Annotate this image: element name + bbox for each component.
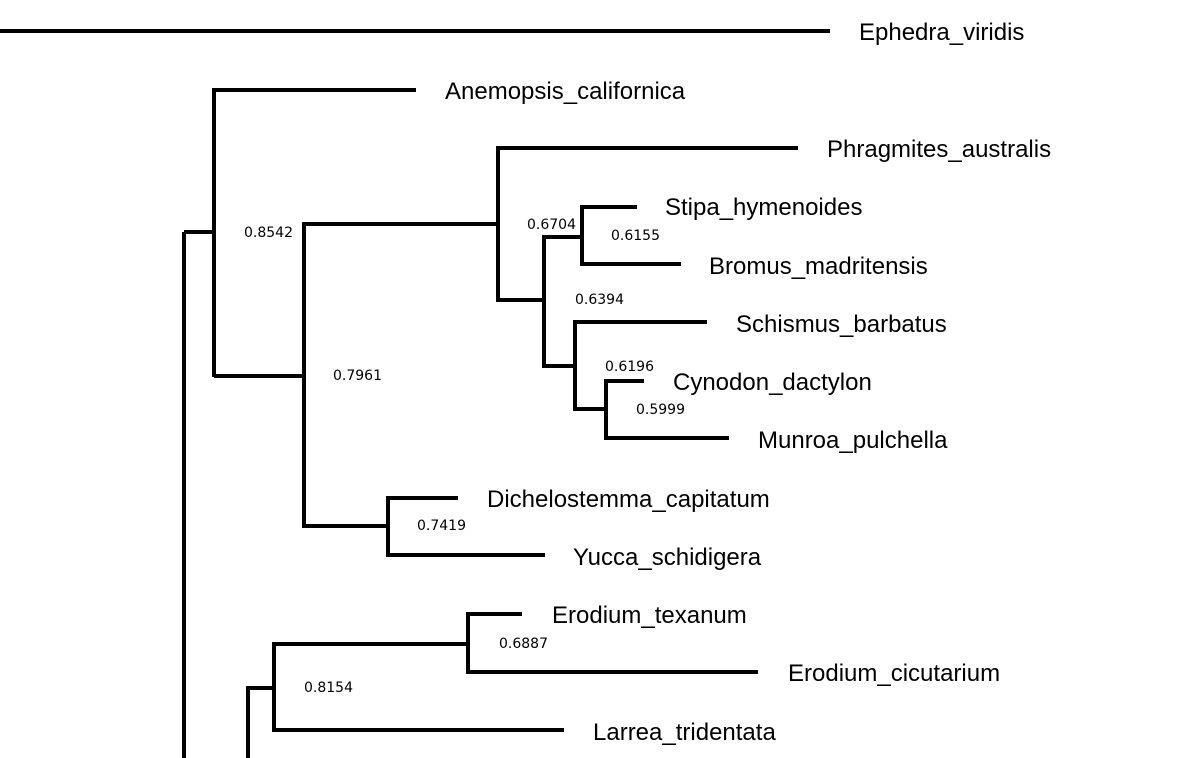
node-support-label: 0.6704 [527,217,576,233]
node-support-label: 0.6196 [605,359,654,375]
tip-label: Cynodon_dactylon [673,369,872,396]
tip-label: Erodium_texanum [552,602,747,629]
node-support-label: 0.8154 [304,680,353,696]
node-support-label: 0.5999 [636,402,685,418]
node-support-label: 0.6394 [575,292,624,308]
tip-label: Erodium_cicutarium [788,660,1000,687]
node-support-label: 0.7961 [333,368,382,384]
tip-label: Schismus_barbatus [736,311,947,338]
tip-label: Phragmites_australis [827,136,1051,163]
tip-label: Larrea_tridentata [593,719,776,746]
tip-label: Yucca_schidigera [573,544,762,571]
node-support-label: 0.8542 [244,225,293,241]
tip-label: Ephedra_viridis [859,19,1024,46]
tree-branches [0,29,830,758]
node-support-label: 0.7419 [417,518,466,534]
tip-label: Stipa_hymenoides [665,194,862,221]
tip-label: Dichelostemma_capitatum [487,486,770,513]
node-support-label: 0.6887 [499,636,548,652]
tip-labels: Ephedra_viridis Anemopsis_californica Ph… [445,19,1051,746]
support-values: 0.6155 0.5999 0.6196 0.6394 0.6704 0.741… [244,217,685,696]
tip-label: Anemopsis_californica [445,78,686,105]
node-support-label: 0.6155 [611,228,660,244]
tip-label: Munroa_pulchella [758,427,948,454]
tip-label: Bromus_madritensis [709,253,928,280]
